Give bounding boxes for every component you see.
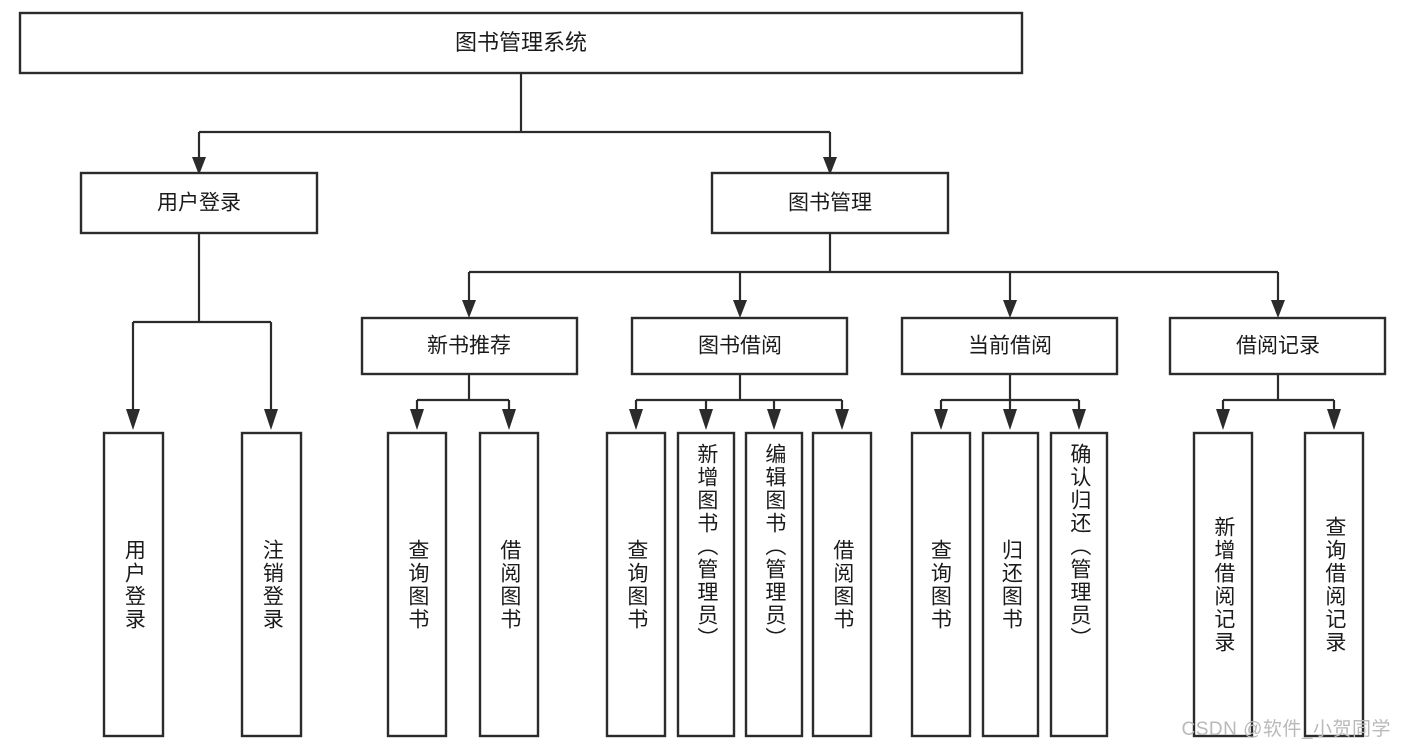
arrow-leaf-query-book-a [410,409,424,430]
leaf-borrow-book-b-box[interactable] [811,431,873,738]
arrow-to-new-book-rec [462,300,476,318]
leaf-query-book-b-box[interactable] [605,431,667,738]
leaf-add-record-box[interactable] [1192,431,1254,738]
node-current-borrow-box [900,316,1119,376]
arrow-leaf-confirm-return [1072,409,1086,430]
arrow-to-book-mgmt [823,157,837,175]
leaf-query-record-box[interactable] [1303,431,1365,738]
leaf-borrow-book-a-box[interactable] [478,431,540,738]
node-book-management-box [710,171,950,235]
node-book-borrow[interactable]: 图书借阅 [630,316,849,376]
connector-layer [126,74,1341,430]
leaf-logout-box[interactable] [240,431,303,738]
node-user-login-label: 用户登录 [157,192,241,215]
arrow-to-current-borrow [1003,300,1017,318]
arrow-to-book-borrow [733,300,747,318]
leaf-query-book-c-box[interactable] [910,431,972,738]
node-book-borrow-box [630,316,849,376]
node-current-borrow-label: 当前借阅 [968,335,1052,358]
leaf-confirm-return-box[interactable] [1049,431,1109,738]
arrow-leaf-return-book [1003,409,1017,430]
node-borrow-record-label: 借阅记录 [1236,335,1320,358]
arrow-to-borrow-record [1271,300,1285,318]
node-user-login-box [79,171,319,235]
node-root-label: 图书管理系统 [455,30,587,55]
arrow-leaf-add-record [1216,409,1230,430]
arrow-leaf-query-book-c [934,409,948,430]
leaf-layer [102,431,1365,738]
node-new-book-recommend-box [360,316,579,376]
arrow-leaf-borrow-book-a [502,409,516,430]
node-user-login[interactable]: 用户登录 [79,171,319,235]
node-borrow-record-box [1168,316,1387,376]
arrow-leaf-user-login [126,409,140,430]
node-new-book-recommend-label: 新书推荐 [427,335,511,358]
leaf-user-login-box[interactable] [102,431,165,738]
node-root[interactable]: 图书管理系统 [18,11,1024,75]
arrow-leaf-query-book-b [629,409,643,430]
leaf-return-book-box[interactable] [981,431,1040,738]
arrow-leaf-add-book [699,409,713,430]
node-book-borrow-label: 图书借阅 [698,335,782,358]
node-current-borrow[interactable]: 当前借阅 [900,316,1119,376]
leaf-edit-book-box[interactable] [744,431,804,738]
arrow-leaf-query-record [1327,409,1341,430]
node-new-book-recommend[interactable]: 新书推荐 [360,316,579,376]
arrow-leaf-logout [264,409,278,430]
node-borrow-record[interactable]: 借阅记录 [1168,316,1387,376]
node-book-management-label: 图书管理 [788,192,872,215]
arrow-to-user-login [192,157,206,175]
node-book-management[interactable]: 图书管理 [710,171,950,235]
leaf-add-book-box[interactable] [676,431,736,738]
leaf-query-book-a-box[interactable] [386,431,448,738]
node-root-box [18,11,1024,75]
arrow-leaf-borrow-book-b [835,409,849,430]
arrow-leaf-edit-book [767,409,781,430]
